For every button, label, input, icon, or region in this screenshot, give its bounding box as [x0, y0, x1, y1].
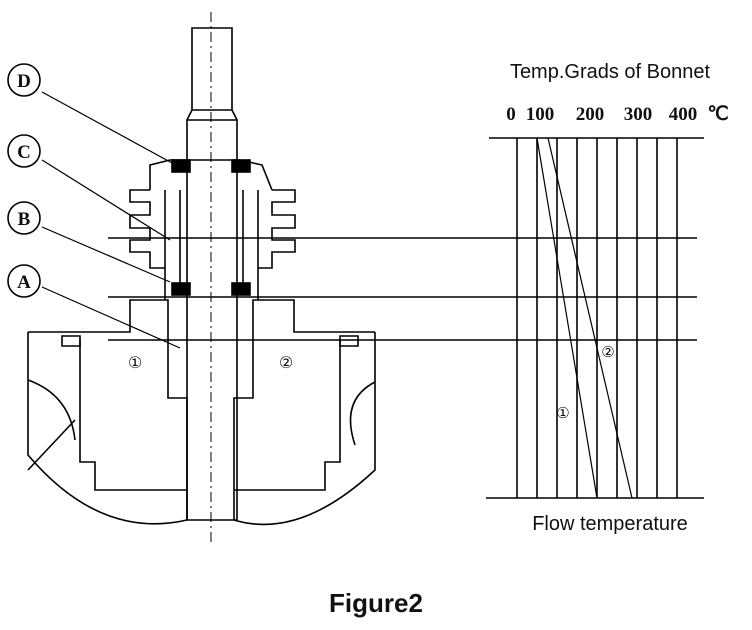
temperature-chart	[486, 137, 704, 499]
section-lines	[108, 237, 697, 341]
valve-body	[27, 299, 376, 526]
packing-b	[171, 282, 191, 296]
temp-curve-1	[536, 137, 598, 499]
region-left-label: ①	[128, 353, 142, 372]
stem	[186, 27, 238, 521]
flow-temperature-label: Flow temperature	[532, 513, 688, 535]
callout-c-label: C	[17, 142, 31, 163]
scale-label-400: 400	[669, 104, 698, 125]
scale-label-300: 300	[624, 104, 653, 125]
region-right-label: ②	[279, 353, 293, 372]
packing-d	[171, 159, 191, 173]
curve-1-label: ①	[556, 404, 569, 422]
scale-label-200: 200	[576, 104, 605, 125]
bonnet	[129, 159, 296, 300]
callout-d-label: D	[17, 71, 31, 92]
scale-label-0: 0	[506, 104, 516, 125]
scale-label-unit: ℃	[707, 104, 728, 125]
temp-curve-2	[547, 137, 633, 499]
chart-title: Temp.Grads of Bonnet	[510, 61, 711, 83]
scale-label-100: 100	[526, 104, 555, 125]
callout-a-label: A	[17, 272, 31, 293]
curve-2-label: ②	[601, 343, 614, 361]
figure-caption: Figure2	[329, 588, 423, 618]
callout-b-label: B	[18, 209, 31, 230]
callout-leaders	[41, 91, 181, 349]
